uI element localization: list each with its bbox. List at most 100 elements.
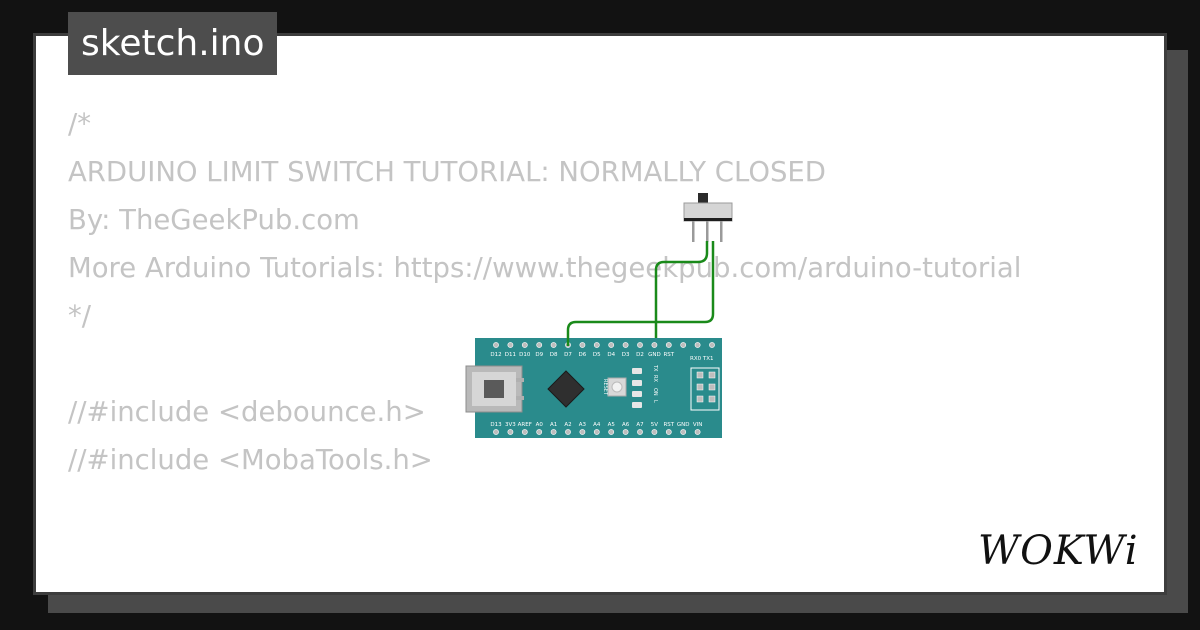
pin-hole-d11[interactable] [507,342,514,348]
pin-label-a3: A3 [579,422,587,428]
bottom-pin-header [493,429,701,435]
wokwi-logo: WOKWi [978,528,1139,574]
code-line: /* [68,108,92,140]
pin-label-a6: A6 [622,422,630,428]
pin-hole[interactable] [680,342,687,348]
pin-label-d7: D7 [564,352,572,358]
pin-hole-d13[interactable] [493,429,499,435]
pin-hole-d9[interactable] [536,342,543,348]
pin-hole-d12[interactable] [493,342,499,348]
pin-label-aref: AREF [518,422,532,428]
pin-label-d2: D2 [636,352,644,358]
led-on [632,391,642,397]
pin-hole[interactable] [709,342,715,348]
file-tab[interactable]: sketch.ino [68,12,278,75]
icsp-pin [708,371,716,379]
icsp-pin [708,383,716,391]
icsp-pin [696,371,704,379]
icsp-header [690,367,720,411]
code-line: By: TheGeekPub.com [68,204,360,236]
pin-label-d5: D5 [593,352,601,358]
pin-label-a1: A1 [550,422,557,428]
pin-hole-gnd[interactable] [651,342,658,348]
pin-hole-vin[interactable] [694,429,701,435]
pin-label-a2: A2 [564,422,571,428]
icsp-label: RX0 TX1 [690,356,713,362]
switch-pin [720,221,723,242]
led-label-tx: TX [652,364,658,372]
led-label-rx: RX [652,375,658,382]
pin-hole-3v3[interactable] [507,429,514,435]
led-tx [632,368,642,374]
pin-hole-a1[interactable] [550,429,557,435]
pin-hole-d3[interactable] [622,342,629,348]
icsp-pin [696,395,704,403]
switch-pin [692,221,695,242]
pin-hole-d2[interactable] [637,342,643,348]
code-line: //#include <MobaTools.h> [68,444,433,476]
code-line: //#include <debounce.h> [68,396,426,428]
pin-hole-gnd[interactable] [680,429,687,435]
pin-hole-d4[interactable] [608,342,615,348]
slide-switch[interactable] [683,193,733,242]
pin-hole-5v[interactable] [651,429,658,435]
pin-label-3v3: 3V3 [505,422,516,428]
led-rx [632,380,642,386]
pin-label-d11: D11 [505,352,516,358]
led-l [632,402,642,408]
wire-d7[interactable] [566,241,715,346]
pin-hole-a2[interactable] [565,429,571,435]
reset-label: RESET [602,379,608,396]
wire-gnd[interactable] [654,241,709,338]
pin-hole-a7[interactable] [637,429,643,435]
icsp-pin [708,395,716,403]
code-preview: /* ARDUINO LIMIT SWITCH TUTORIAL: NORMALL… [68,100,1021,484]
pin-label-gnd: GND [677,422,690,428]
pin-label-5v: 5V [651,422,658,428]
pin-hole-a4[interactable] [593,429,600,435]
pin-label-d13: D13 [490,422,502,428]
led-label-l: L [652,400,658,403]
code-line: ARDUINO LIMIT SWITCH TUTORIAL: NORMALLY … [68,156,826,188]
usb-port [484,380,504,398]
file-tab-label: sketch.ino [81,23,265,64]
pin-hole-a0[interactable] [536,429,543,435]
code-line: */ [68,300,92,332]
pin-label-a0: A0 [536,422,544,428]
pin-label-a5: A5 [608,422,616,428]
logo-text: WOKWi [978,528,1139,574]
pin-label-d3: D3 [622,352,630,358]
pin-label-a4: A4 [593,422,601,428]
pin-hole-a5[interactable] [608,429,615,435]
preview-card [33,33,1167,595]
switch-base [684,218,732,221]
pin-hole[interactable] [694,342,701,348]
pin-hole-a6[interactable] [622,429,629,435]
pin-hole-d8[interactable] [550,342,557,348]
pin-label-d9: D9 [535,352,543,358]
pin-hole-d5[interactable] [593,342,600,348]
pin-label-rst: RST [663,422,674,428]
switch-knob [698,193,708,205]
pin-label-vin: VIN [693,422,703,428]
pin-hole-d6[interactable] [579,342,586,348]
pin-label-d10: D10 [519,352,531,358]
icsp-pin [696,383,704,391]
pin-label-d6: D6 [579,352,587,358]
pin-label-a7: A7 [636,422,644,428]
led-label-on: ON [652,388,658,396]
pin-hole-a3[interactable] [579,429,586,435]
pin-label-d12: D12 [490,352,501,358]
pin-label-gnd: GND [648,352,661,358]
pin-hole-aref[interactable] [521,429,528,435]
pin-label-d8: D8 [550,352,558,358]
pin-label-d4: D4 [607,352,615,358]
pin-hole-rst[interactable] [665,342,672,348]
pin-hole-rst[interactable] [665,429,672,435]
pin-hole-d10[interactable] [521,342,528,348]
switch-pin [706,221,709,242]
